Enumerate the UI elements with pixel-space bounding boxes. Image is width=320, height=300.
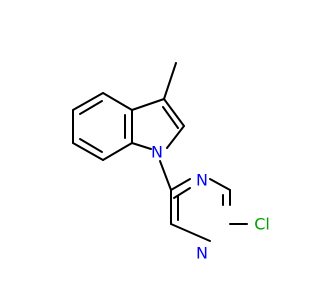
bond-n1-pyrimidine — [159, 160, 172, 191]
bond-methyl — [163, 62, 177, 100]
atom-label-chlorine: Cl — [254, 215, 270, 234]
bond-inner-c6-c7 — [79, 138, 103, 153]
bond-c6-c7 — [72, 142, 104, 161]
bond-c3-c2 — [163, 98, 185, 127]
bond-c3a-c4 — [102, 92, 133, 111]
pyrrole-ring — [131, 98, 185, 150]
bond-c4-n3 — [170, 178, 191, 191]
bond-c2-n1 — [166, 125, 185, 149]
bond-c4-c5 — [72, 92, 104, 111]
bond-inner-c4-c5 — [79, 100, 103, 115]
bond-c7-c7a — [102, 142, 133, 161]
molecule-structure: N N N Cl — [72, 62, 270, 263]
pyrimidine-ring — [170, 178, 248, 242]
benzene-ring — [72, 92, 133, 161]
atom-label-n-pyrimidine-1: N — [196, 244, 208, 263]
bond-n1p-c6 — [170, 223, 211, 242]
bond-c3a-c3 — [131, 98, 165, 111]
atom-label-n-pyrimidine-3: N — [196, 171, 208, 190]
bond-n1-c7a — [131, 142, 152, 150]
bond-inner-c4-n3 — [173, 187, 191, 199]
bond-n3-c2 — [209, 178, 231, 191]
bond-inner-c3-c2 — [162, 106, 179, 129]
atom-label-n-indole: N — [151, 143, 163, 162]
